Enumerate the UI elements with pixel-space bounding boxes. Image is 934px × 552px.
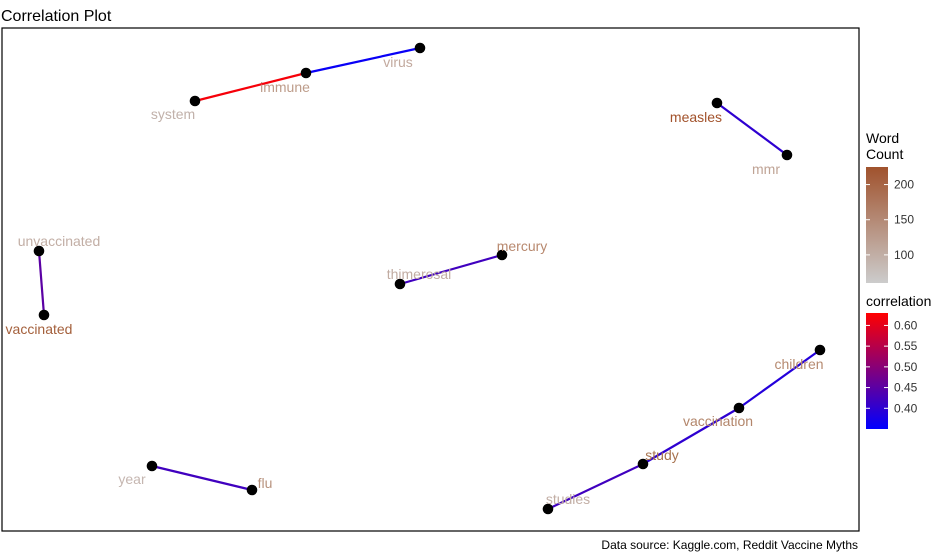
node-system: [189, 95, 201, 107]
node-children: [814, 344, 826, 356]
edge-system-immune: [193, 71, 308, 103]
node-label-mercury: mercury: [497, 238, 548, 254]
node-mmr: [781, 149, 793, 161]
legend-word-count-title-line-2: Count: [866, 146, 903, 162]
legend-correlation: correlation 0.40 0.45 0.50 0.55 0.60: [866, 293, 931, 429]
legend-word-count: Word Count 100 150 200: [866, 130, 914, 283]
node-label-children: children: [774, 356, 823, 372]
edge-thimerosal-mercury: [398, 253, 504, 286]
legend-correlation-tick: 0.60: [894, 318, 918, 332]
node-label-virus: virus: [383, 54, 413, 70]
node-label-vaccinated: vaccinated: [6, 321, 73, 337]
edge-vaccination-study: [641, 406, 741, 466]
node-label-thimerosal: thimerosal: [387, 266, 452, 282]
node-flu: [246, 484, 258, 496]
chart-title: Correlation Plot: [1, 8, 112, 25]
legend-correlation-tick: 0.45: [894, 381, 918, 395]
edge-children-vaccination: [737, 348, 822, 410]
node-year: [146, 460, 158, 472]
legend-correlation-title: correlation: [866, 293, 931, 309]
legend-correlation-tick: 0.40: [894, 401, 918, 415]
node-label-system: system: [151, 106, 195, 122]
node-label-measles: measles: [670, 109, 722, 125]
node-label-studies: studies: [546, 491, 590, 507]
edge-study-studies: [546, 462, 645, 511]
node-label-unvaccinated: unvaccinated: [18, 233, 101, 249]
node-label-year: year: [118, 471, 146, 487]
edge-immune-virus: [304, 46, 422, 75]
edge-year-flu: [150, 464, 254, 492]
legend-correlation-colorbar: [866, 313, 888, 429]
node-vaccination: [733, 402, 745, 414]
node-mercury: [496, 249, 508, 261]
node-studies: [542, 503, 554, 515]
node-label-study: study: [645, 447, 678, 463]
legend-word-count-tick: 100: [894, 248, 914, 262]
node-virus: [414, 42, 426, 54]
node-thimerosal: [394, 278, 406, 290]
node-label-immune: immune: [260, 79, 310, 95]
node-unvaccinated: [33, 245, 45, 257]
node-vaccinated: [38, 309, 50, 321]
edge-layer: [37, 46, 822, 511]
chart-caption: Data source: Kaggle.com, Reddit Vaccine …: [601, 538, 858, 552]
label-layer: system immune virus measles mmr unvaccinated v…: [6, 54, 824, 507]
legend-word-count-title-line-1: Word: [866, 130, 899, 146]
legend-word-count-tick: 150: [894, 213, 914, 227]
node-label-flu: flu: [258, 475, 273, 491]
node-study: [637, 458, 649, 470]
node-measles: [711, 97, 723, 109]
edge-unvaccinated-vaccinated: [37, 249, 46, 317]
node-label-vaccination: vaccination: [683, 413, 753, 429]
plot-panel: [1, 27, 860, 532]
legend-word-count-tick: 200: [894, 178, 914, 192]
legend-correlation-tick: 0.55: [894, 339, 918, 353]
node-layer: [33, 42, 826, 515]
legend-word-count-colorbar: [866, 167, 888, 283]
edge-measles-mmr: [715, 101, 789, 157]
legend-correlation-tick: 0.50: [894, 360, 918, 374]
node-immune: [300, 67, 312, 79]
node-label-mmr: mmr: [752, 161, 780, 177]
